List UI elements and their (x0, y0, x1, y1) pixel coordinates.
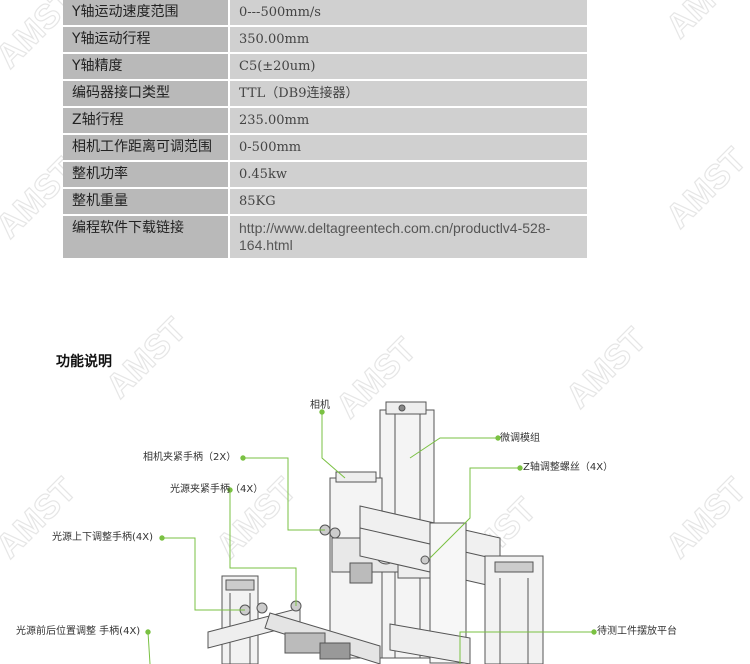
spec-key: Y轴精度 (63, 53, 230, 81)
watermark-text: AMST (659, 141, 750, 236)
leader-dot (591, 629, 597, 635)
spec-key: 整机功率 (63, 161, 230, 189)
spec-value: C5(±20um) (229, 53, 587, 81)
base-pillar (484, 555, 544, 664)
spec-key: Y轴运动行程 (63, 26, 230, 54)
leader-line (243, 457, 325, 531)
leader-dot (159, 535, 165, 541)
label-camera: 相机 (310, 400, 330, 411)
leader-line (429, 467, 520, 559)
leader-dot (495, 435, 501, 441)
leader-dot (319, 409, 325, 415)
leader-line (162, 537, 245, 611)
leader-line (409, 437, 498, 459)
leader-dot (240, 455, 246, 461)
spec-key: 相机工作距离可调范围 (63, 134, 230, 162)
label-light-frontback: 光源前后位置调整 手柄(4X) (16, 626, 141, 637)
leader-line (147, 631, 151, 664)
label-z-screw: Z轴调整螺丝（4X） (523, 462, 614, 473)
spec-value: 350.00mm (229, 26, 587, 54)
spec-value: 0---500mm/s (229, 0, 587, 27)
spec-key: Z轴行程 (63, 107, 230, 135)
leader-line (459, 631, 594, 664)
spec-value: 235.00mm (229, 107, 587, 135)
watermark-text: AMST (659, 0, 750, 46)
label-platform: 待测工件摆放平台 (597, 626, 677, 637)
spec-value: 0.45kw (229, 161, 587, 189)
spec-value: TTL（DB9连接器） (229, 80, 587, 108)
function-diagram: 相机 微调模组 Z轴调整螺丝（4X） 相机夹紧手柄（2X） 光源夹紧手柄（4X）… (0, 388, 750, 664)
spec-key: 编码器接口类型 (63, 80, 230, 108)
download-link[interactable]: http://www.deltagreentech.com.cn/product… (229, 215, 587, 260)
leader-dot (517, 465, 523, 471)
leader-dot (145, 629, 151, 635)
label-light-handle: 光源夹紧手柄（4X） (170, 484, 264, 495)
leader-line (321, 412, 346, 479)
label-camera-handle: 相机夹紧手柄（2X） (143, 452, 237, 463)
spec-value: 85KG (229, 188, 587, 216)
section-title: 功能说明 (56, 354, 112, 370)
spec-value: 0-500mm (229, 134, 587, 162)
spec-key: 整机重量 (63, 188, 230, 216)
label-fine-module: 微调模组 (500, 433, 540, 444)
label-light-updown: 光源上下调整手柄(4X) (52, 532, 154, 543)
machine-drawing (145, 401, 597, 664)
leader-dot (227, 487, 233, 493)
leader-line (229, 490, 297, 606)
spec-key: Y轴运动速度范围 (63, 0, 230, 27)
spec-key: 编程软件下载链接 (63, 215, 230, 260)
platform (389, 623, 471, 664)
